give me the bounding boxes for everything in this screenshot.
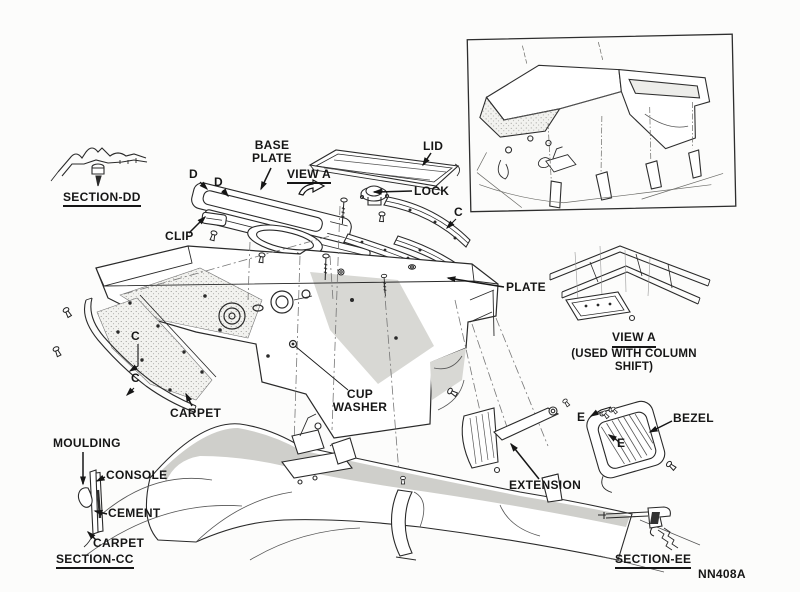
clip-label: CLIP [165,229,194,243]
cup-washer-label: CUP WASHER [332,387,388,415]
section-dd-label: SECTION-DD [63,190,141,208]
base-plate-part [191,182,371,267]
inset-overview-box [466,33,737,213]
carpet-upper-label: CARPET [170,406,222,420]
view-a-column-sketch [549,245,711,322]
bezel-label: BEZEL [673,411,714,425]
fasteners [51,197,678,485]
carpet-panel [83,294,217,413]
plate-label: PLATE [506,280,546,294]
console-label: CONSOLE [106,468,168,482]
lid-label: LID [423,139,444,153]
section-cc-label: SECTION-CC [56,552,134,570]
detail-letter-e-2: E [617,436,626,450]
extension-label: EXTENSION [509,478,582,492]
detail-letter-d-2: D [214,175,223,189]
section-dd-sketch [50,147,148,187]
view-a-label: VIEW A [287,167,332,185]
base-plate-label: BASE PLATE [252,138,292,166]
figure-code: NN408A [698,567,746,581]
detail-letter-c-carpet-2: C [131,371,140,385]
section-cc-sketch [77,469,104,548]
lock-part [359,185,390,206]
floor-hump [84,413,701,573]
leader-arrows [80,152,673,541]
detail-letter-e-1: E [577,410,586,424]
lid-part [308,149,460,191]
extension-part [461,406,560,474]
section-ee-label: SECTION-EE [615,552,692,570]
section-ee-sketch [598,506,679,551]
carpet-lower-label: CARPET [93,536,145,550]
moulding-label: MOULDING [53,436,121,450]
detail-letter-c-carpet-1: C [131,329,140,343]
view-a-column-label: VIEW A (USED WITH COLUMN SHIFT) [552,318,716,387]
view-a-column-note: (USED WITH COLUMN SHIFT) [571,347,697,373]
lock-label: LOCK [414,184,450,198]
detail-letter-d-1: D [189,167,198,181]
bezel-part [586,400,666,493]
detail-letter-c-right: C [454,205,463,219]
cement-label: CEMENT [108,506,161,520]
